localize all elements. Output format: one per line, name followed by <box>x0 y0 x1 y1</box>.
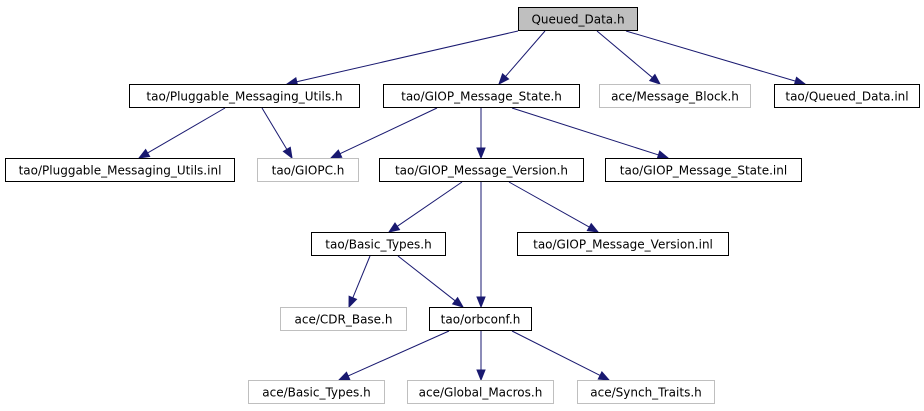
arrowhead-icon <box>597 371 611 381</box>
node-label: tao/GIOP_Message_State.h <box>401 90 562 104</box>
arrowhead-icon <box>348 295 358 309</box>
arrowhead-icon <box>498 72 510 86</box>
node-label: tao/Queued_Data.inl <box>785 90 908 104</box>
edge-basic_types_h-to-orbconf_h <box>397 255 465 308</box>
edge-orbconf_h-to-ace_basic_types_h <box>337 330 450 381</box>
node-box <box>129 84 360 108</box>
edge-giop_message_version_h-to-giop_message_version_inl <box>508 181 600 233</box>
arrowhead-icon <box>476 147 486 160</box>
edge-pluggable_messaging_utils_h-to-pluggable_messaging_utils_inl <box>137 107 226 159</box>
node-giop-message-state-h[interactable]: tao/GIOP_Message_State.h <box>383 84 580 108</box>
node-box <box>257 158 359 182</box>
node-box <box>429 307 532 331</box>
edge-giop_message_version_h-to-basic_types_h <box>387 181 463 233</box>
edge-line <box>511 330 601 376</box>
edge-line <box>396 181 463 227</box>
edge-line <box>339 107 438 155</box>
edge-basic_types_h-to-cdr_base_h <box>348 255 371 309</box>
edge-line <box>261 107 288 150</box>
edge-giop_message_version_h-to-orbconf_h <box>476 182 486 309</box>
edge-queued_data_h-to-message_block_h <box>596 30 662 85</box>
node-message-block-h: ace/Message_Block.h <box>599 84 751 108</box>
node-label: ace/Synch_Traits.h <box>590 386 701 400</box>
edge-giop_message_state_h-to-giop_message_version_h <box>476 108 486 160</box>
node-giop-message-state-inl[interactable]: tao/GIOP_Message_State.inl <box>605 158 802 182</box>
node-pluggable-messaging-utils-h[interactable]: tao/Pluggable_Messaging_Utils.h <box>129 84 360 108</box>
node-box <box>774 84 920 108</box>
edge-line <box>147 107 226 154</box>
node-box <box>311 232 446 256</box>
arrowhead-icon <box>282 146 293 160</box>
arrowhead-icon <box>656 150 670 160</box>
edge-orbconf_h-to-synch_traits_h <box>511 330 611 381</box>
edge-line <box>352 255 371 298</box>
edge-line <box>596 30 653 78</box>
node-label: ace/CDR_Base.h <box>295 313 393 327</box>
node-box <box>5 158 235 182</box>
node-box <box>605 158 802 182</box>
node-label: ace/Basic_Types.h <box>262 386 370 400</box>
arrowhead-icon <box>476 296 486 309</box>
node-label: tao/GIOP_Message_State.inl <box>620 164 787 178</box>
edge-pluggable_messaging_utils_h-to-giopc_h <box>261 107 293 160</box>
node-box <box>599 84 751 108</box>
node-giop-message-version-h[interactable]: tao/GIOP_Message_Version.h <box>379 158 584 182</box>
node-giopc-h: tao/GIOPC.h <box>257 158 359 182</box>
node-queued-data-h[interactable]: Queued_Data.h <box>518 7 638 31</box>
node-giop-message-version-inl[interactable]: tao/GIOP_Message_Version.inl <box>517 232 729 256</box>
arrowhead-icon <box>648 73 662 85</box>
arrowhead-icon <box>476 369 486 382</box>
node-box <box>383 84 580 108</box>
edge-orbconf_h-to-global_macros_h <box>476 331 486 382</box>
edge-line <box>511 107 659 156</box>
node-layer: Queued_Data.h tao/Pluggable_Messaging_Uti… <box>5 7 920 404</box>
node-label: tao/GIOPC.h <box>272 164 345 178</box>
node-basic-types-h[interactable]: tao/Basic_Types.h <box>311 232 446 256</box>
node-label: tao/Pluggable_Messaging_Utils.inl <box>19 164 222 178</box>
node-queued-data-inl[interactable]: tao/Queued_Data.inl <box>774 84 920 108</box>
arrowhead-icon <box>793 76 807 86</box>
node-label: tao/Basic_Types.h <box>325 238 431 252</box>
node-label: ace/Message_Block.h <box>611 90 739 104</box>
node-global-macros-h: ace/Global_Macros.h <box>407 380 554 404</box>
edge-line <box>397 255 456 302</box>
node-label: tao/GIOP_Message_Version.h <box>395 164 568 178</box>
node-box <box>280 307 407 331</box>
node-box <box>407 380 554 404</box>
edge-line <box>508 181 590 228</box>
node-synch-traits-h: ace/Synch_Traits.h <box>577 380 715 404</box>
node-label: tao/orbconf.h <box>441 313 521 327</box>
node-label: tao/GIOP_Message_Version.inl <box>533 238 713 252</box>
edge-line <box>347 330 450 377</box>
edge-queued_data_h-to-pluggable_messaging_utils_h <box>285 30 519 87</box>
node-orbconf-h[interactable]: tao/orbconf.h <box>429 307 532 331</box>
node-box <box>517 232 729 256</box>
edge-giop_message_state_h-to-giopc_h <box>329 107 438 159</box>
edge-line <box>625 30 796 82</box>
edge-queued_data_h-to-giop_message_state_h <box>498 30 546 86</box>
node-box <box>248 380 385 404</box>
node-cdr-base-h: ace/CDR_Base.h <box>280 307 407 331</box>
node-box <box>577 380 715 404</box>
arrowhead-icon <box>387 222 401 233</box>
arrowhead-icon <box>329 149 343 159</box>
edge-line <box>296 30 519 83</box>
arrowhead-icon <box>137 148 151 159</box>
node-box <box>518 7 638 31</box>
node-pluggable-messaging-utils-inl[interactable]: tao/Pluggable_Messaging_Utils.inl <box>5 158 235 182</box>
node-label: Queued_Data.h <box>531 13 624 27</box>
node-label: tao/Pluggable_Messaging_Utils.h <box>146 90 342 104</box>
arrowhead-icon <box>451 296 465 308</box>
arrowhead-icon <box>337 371 351 381</box>
node-ace-basic-types-h: ace/Basic_Types.h <box>248 380 385 404</box>
node-box <box>379 158 584 182</box>
edge-line <box>505 30 546 77</box>
arrowhead-icon <box>586 222 600 233</box>
node-label: ace/Global_Macros.h <box>419 386 543 400</box>
edge-giop_message_state_h-to-giop_message_state_inl <box>511 107 670 160</box>
